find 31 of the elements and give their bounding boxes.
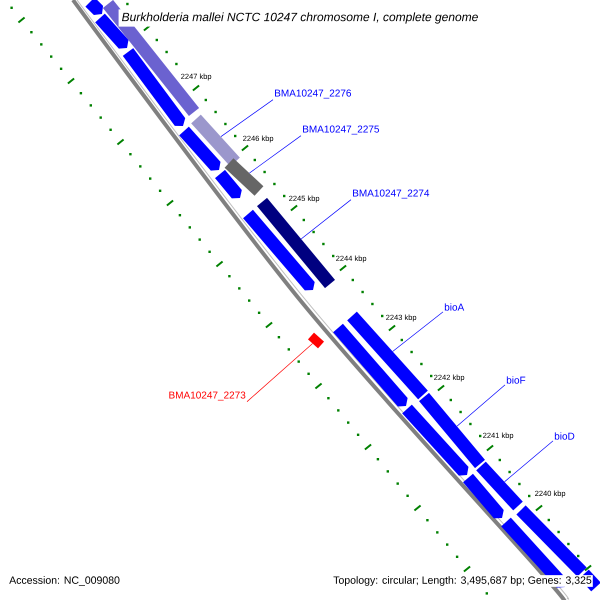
leader-line xyxy=(504,440,554,482)
leader-line xyxy=(220,99,274,137)
gene-feature xyxy=(85,0,104,16)
gene-label: BMA10247_2276 xyxy=(275,90,352,98)
gene-feature xyxy=(191,114,240,166)
gene-feature xyxy=(463,474,504,518)
gene-label: bioA xyxy=(444,303,464,311)
gene-label: BMA10247_2275 xyxy=(303,126,380,134)
gene-feature xyxy=(516,505,587,577)
leader-line xyxy=(456,384,506,426)
leader-line xyxy=(246,343,313,402)
gene-feature xyxy=(257,198,335,288)
gene-feature xyxy=(402,404,468,476)
genome-info-text: Topology: circular; Length: 3,495,687 bp; Genes: 3,325 xyxy=(332,575,593,587)
gene-feature xyxy=(419,392,485,468)
gene-label: BMA10247_2274 xyxy=(353,190,430,198)
gene-feature xyxy=(333,324,408,406)
gene-label: bioF xyxy=(506,376,526,384)
gene-feature xyxy=(215,170,242,198)
title: Burkholderia mallei NCTC 10247 chromosome I, complete genome xyxy=(118,9,482,27)
gene-label: BMA10247_2273 xyxy=(169,392,246,400)
gene-feature xyxy=(347,312,428,400)
gene-feature xyxy=(224,158,264,196)
leader-line xyxy=(249,135,302,174)
accession-text: Accession: NC_009080 xyxy=(8,575,121,587)
gene-label: bioD xyxy=(554,432,574,440)
gene-feature xyxy=(243,210,315,290)
leader-line xyxy=(392,312,444,352)
gene-feature xyxy=(476,462,523,510)
gene-feature xyxy=(308,332,324,348)
gene-feature xyxy=(179,126,220,171)
